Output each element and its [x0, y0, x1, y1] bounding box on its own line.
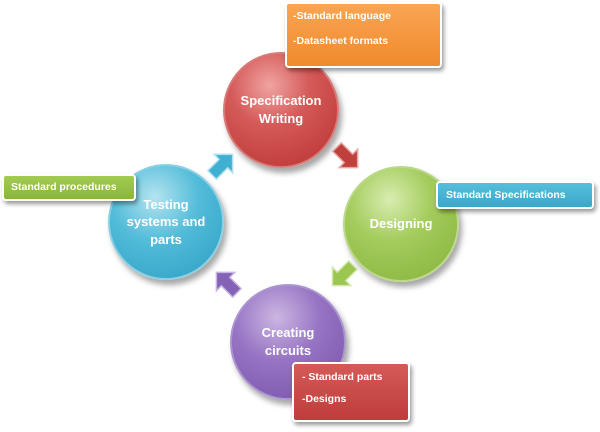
arrow-down-left-icon: [331, 259, 359, 287]
node-testing-systems: Testing systems and parts: [108, 164, 224, 280]
node-label: Specification Writing: [240, 93, 322, 126]
note-line: -Designs: [302, 393, 347, 405]
arrow-down-right-icon: [331, 141, 359, 169]
note-line: -Standard language: [293, 10, 392, 22]
node-creating-circuits: Creating circuits: [230, 284, 346, 400]
node-label: Testing systems and parts: [126, 196, 206, 247]
node-specification-writing: Specification Writing: [223, 52, 339, 168]
note-creating: - Standard parts -Designs: [292, 362, 410, 422]
note-line: Standard procedures: [11, 181, 117, 193]
arrow-up-left-icon: [215, 271, 243, 299]
note-line: - Standard parts: [302, 371, 383, 383]
note-specification: -Standard language -Datasheet formats: [285, 2, 442, 68]
note-line: -Datasheet formats: [293, 35, 389, 47]
arrow-up-right-icon: [206, 153, 234, 181]
note-line: Standard Specifications: [446, 189, 566, 201]
node-label: Designing: [369, 216, 433, 232]
note-testing: Standard procedures: [2, 174, 136, 201]
node-label: Creating circuits: [261, 325, 315, 358]
note-designing: Standard Specifications: [436, 181, 594, 209]
